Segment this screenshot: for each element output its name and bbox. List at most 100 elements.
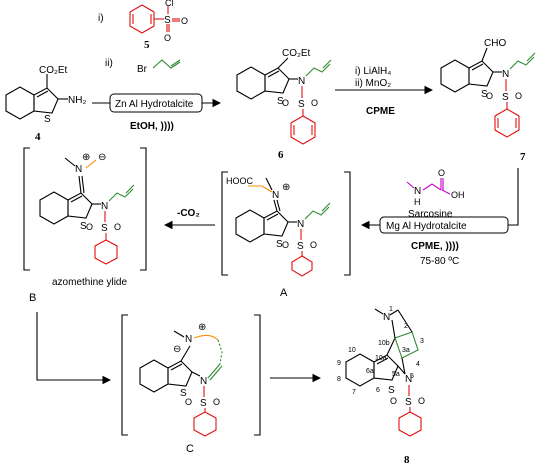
locant-10b: 10b — [378, 340, 390, 347]
intermediate-a-label: A — [280, 287, 288, 299]
solvent-label: CPME, )))) — [411, 241, 459, 252]
sarcosine-h-atom: H — [414, 197, 421, 207]
solvent-label: EtOH, )))) — [130, 121, 174, 132]
oxygen-atom: O — [515, 91, 522, 101]
n-atom: N — [101, 201, 108, 212]
step-ii-label: ii) — [105, 58, 113, 69]
locant-5a: 5a — [392, 371, 400, 378]
pyrrolidine-n-atom: N — [383, 312, 390, 323]
step2-reagent-i: i) LiAlH₄ — [355, 66, 391, 77]
positive-charge: ⊕ — [282, 182, 290, 193]
oxygen-atom: O — [418, 396, 425, 406]
thiophene-s-atom: S — [481, 89, 488, 100]
sulfonyl-s-atom: S — [297, 241, 304, 252]
iminium-n-atom: N — [272, 190, 279, 201]
thiophene-s-atom: S — [276, 239, 283, 250]
oxygen-atom: O — [282, 240, 289, 250]
step2-reagent-ii: ii) MnO₂ — [355, 78, 391, 89]
arrow-b-to-c — [36, 312, 112, 385]
sulfonyl-s-atom: S — [502, 92, 509, 103]
thiophene-s-atom: S — [277, 96, 284, 107]
thiophene-s-atom: S — [44, 114, 51, 125]
catalyst-box — [109, 93, 203, 113]
n-atom: N — [298, 76, 305, 87]
compound-7-structure: CHO S N S O O 7 — [440, 38, 536, 163]
benzenesulfonyl-chloride: S Cl O O — [129, 0, 188, 43]
locant-8: 8 — [337, 376, 341, 383]
oxygen-atom: O — [213, 397, 220, 407]
locant-1: 1 — [389, 306, 393, 313]
sarcosine-structure: N H O OH — [406, 168, 465, 207]
product-8-structure: N S N S O O 1 2 3 3a 4 5 5a 6 6a 7 8 9 1… — [337, 306, 425, 466]
arrow-step2: i) LiAlH₄ ii) MnO₂ CPME — [335, 66, 434, 117]
oxygen-atom: O — [114, 222, 121, 232]
sarcosine-label: Sarcosine — [408, 209, 453, 220]
n5-atom: N — [405, 374, 412, 385]
temperature-label: 75-80 ºC — [420, 256, 459, 267]
oxygen-atom: O — [390, 396, 397, 406]
locant-7: 7 — [352, 389, 356, 396]
positive-charge: ⊕ — [82, 152, 90, 163]
compound-7-label: 7 — [520, 151, 526, 163]
arrow-step1: Zn Al Hydrotalcite EtOH, )))) — [92, 93, 222, 132]
n-atom: N — [502, 69, 509, 80]
thiophene-s-atom: S — [388, 385, 395, 396]
decarboxylation-label: -CO₂ — [177, 208, 200, 219]
sarcosine-n-atom: N — [414, 186, 421, 197]
oxygen-atom: O — [164, 33, 171, 43]
locant-10a: 10a — [375, 355, 387, 362]
intermediate-a-structure: N ⊕ HOOC S N S O O A — [221, 171, 351, 299]
sulfonyl-s-atom: S — [164, 15, 171, 26]
sulfonyl-s-atom: S — [405, 397, 412, 408]
n-atom: N — [200, 376, 207, 387]
thiophene-s-atom: S — [80, 221, 87, 232]
chlorine-atom: Cl — [165, 0, 174, 8]
compound-8-label: 8 — [404, 454, 410, 466]
negative-charge: ⊖ — [173, 344, 181, 355]
arrow-decarboxylation: -CO₂ — [163, 208, 215, 230]
iminium-n-atom: N — [185, 334, 192, 345]
azomethine-ylide-caption: azomethine ylide — [52, 277, 127, 288]
positive-charge: ⊕ — [198, 322, 206, 333]
oxygen-atom: O — [310, 240, 317, 250]
sulfonyl-s-atom: S — [101, 223, 108, 234]
bromine-atom: Br — [137, 64, 148, 75]
oxygen-atom: O — [486, 91, 493, 101]
thiophene-s-atom: S — [180, 388, 187, 399]
compound-5-label: 5 — [144, 39, 150, 51]
sulfonyl-s-atom: S — [200, 398, 207, 409]
amino-group: NH₂ — [68, 95, 86, 106]
oxygen-atom: O — [181, 16, 188, 26]
oxygen-atom: O — [282, 98, 289, 108]
intermediate-c-structure: N ⊕ ⊖ S N S O O C — [121, 314, 261, 455]
catalyst-label: Zn Al Hydrotalcite — [115, 99, 194, 110]
locant-2: 2 — [404, 323, 408, 330]
intermediate-c-label: C — [186, 443, 194, 455]
sarcosine-oh-group: OH — [451, 190, 465, 200]
locant-9: 9 — [337, 360, 341, 367]
compound-4-structure: CO₂Et S NH₂ 4 — [5, 65, 86, 143]
arrow-step3: N H O OH Sarcosine Mg Al Hydrotalcite CP… — [360, 168, 519, 267]
allyl-bromide: Br — [137, 59, 181, 75]
negative-charge: ⊖ — [98, 152, 106, 163]
intermediate-b-label: B — [29, 292, 36, 304]
oxygen-atom: O — [86, 222, 93, 232]
catalyst-label: Mg Al Hydrotalcite — [386, 221, 467, 232]
iminium-n-atom: N — [75, 164, 82, 175]
compound-6-structure: CO₂Et S N S O O 6 — [236, 48, 332, 161]
locant-4: 4 — [416, 361, 420, 368]
n-atom: N — [297, 219, 304, 230]
reagents-step1: i) S Cl O O 5 ii) Br — [98, 0, 188, 75]
oxygen-atom: O — [311, 98, 318, 108]
ring-numbering: 1 2 3 3a 4 5 5a 6 6a 7 8 9 10 10a 10b — [337, 306, 424, 396]
compound-4-label: 4 — [35, 131, 41, 143]
locant-6a: 6a — [366, 368, 374, 375]
locant-10: 10 — [348, 347, 356, 354]
locant-3: 3 — [420, 338, 424, 345]
oxygen-atom: O — [185, 397, 192, 407]
compound-6-label: 6 — [278, 149, 284, 161]
step2-solvent: CPME — [366, 106, 395, 117]
locant-6: 6 — [376, 387, 380, 394]
catalyst-box — [379, 216, 509, 234]
